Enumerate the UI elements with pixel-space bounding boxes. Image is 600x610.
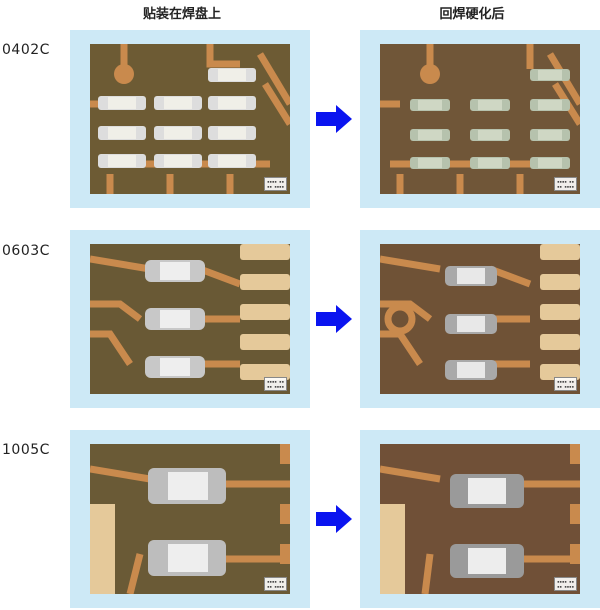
frame-1005c-before: ▪▪▪▪ ▪▪▪▪ ▪▪▪▪ [70,430,310,608]
scale-label: ▪▪▪▪ ▪▪▪▪ ▪▪▪▪ [554,377,577,391]
micrograph-0603c-before: ▪▪▪▪ ▪▪▪▪ ▪▪▪▪ [90,244,290,394]
micrograph-1005c-after: ▪▪▪▪ ▪▪▪▪ ▪▪▪▪ [380,444,580,594]
scale-label: ▪▪▪▪ ▪▪▪▪ ▪▪▪▪ [264,177,287,191]
row-label-0402c: 0402C [2,42,50,58]
arrow-icon-0603c [316,305,352,333]
frame-0402c-before: ▪▪▪▪ ▪▪▪▪ ▪▪▪▪ [70,30,310,208]
frame-1005c-after: ▪▪▪▪ ▪▪▪▪ ▪▪▪▪ [360,430,600,608]
frame-0402c-after: ▪▪▪▪ ▪▪▪▪ ▪▪▪▪ [360,30,600,208]
micrograph-0402c-after: ▪▪▪▪ ▪▪▪▪ ▪▪▪▪ [380,44,580,194]
row-label-1005c: 1005C [2,442,50,458]
column-header-before: 贴装在焊盘上 [142,7,221,22]
micrograph-1005c-before: ▪▪▪▪ ▪▪▪▪ ▪▪▪▪ [90,444,290,594]
row-label-0603c: 0603C [2,243,50,259]
scale-label: ▪▪▪▪ ▪▪▪▪ ▪▪▪▪ [554,577,577,591]
arrow-icon-1005c [316,505,352,533]
arrow-icon-0402c [316,105,352,133]
scale-label: ▪▪▪▪ ▪▪▪▪ ▪▪▪▪ [264,377,287,391]
micrograph-0402c-before: ▪▪▪▪ ▪▪▪▪ ▪▪▪▪ [90,44,290,194]
micrograph-0603c-after: ▪▪▪▪ ▪▪▪▪ ▪▪▪▪ [380,244,580,394]
scale-label: ▪▪▪▪ ▪▪▪▪ ▪▪▪▪ [264,577,287,591]
column-header-after: 回焊硬化后 [439,7,505,22]
scale-label: ▪▪▪▪ ▪▪▪▪ ▪▪▪▪ [554,177,577,191]
frame-0603c-after: ▪▪▪▪ ▪▪▪▪ ▪▪▪▪ [360,230,600,408]
frame-0603c-before: ▪▪▪▪ ▪▪▪▪ ▪▪▪▪ [70,230,310,408]
